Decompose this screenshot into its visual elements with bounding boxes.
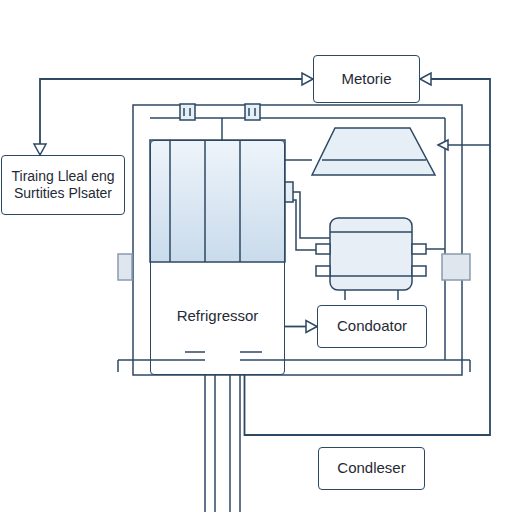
- frame-line: [469, 360, 471, 372]
- compressor-panel: [150, 140, 285, 262]
- pipe: [293, 200, 318, 250]
- connector: [245, 73, 491, 435]
- source-box: Tiraing Lleal eng Surtities Plsater: [1, 155, 125, 215]
- process-box: Condoator: [317, 305, 427, 348]
- bracket: [118, 254, 132, 280]
- flow-line: [446, 144, 490, 146]
- node-label: Metorie: [341, 70, 391, 89]
- arrow-head: [34, 144, 46, 155]
- connector: [34, 73, 313, 155]
- node-label: Tiraing Lleal eng Surtities Plsater: [8, 168, 118, 203]
- frame-line: [117, 360, 119, 372]
- arrow-head: [306, 321, 317, 333]
- panel-divider: [239, 140, 241, 262]
- valve: [245, 104, 260, 120]
- connector-line: [40, 79, 313, 155]
- valve: [180, 104, 195, 120]
- node-label: Refrigressor: [177, 307, 259, 326]
- node-label: Condoator: [337, 317, 407, 336]
- tank-unit: [330, 218, 412, 290]
- pipe: [285, 159, 312, 161]
- arrow-head: [438, 140, 448, 150]
- port: [285, 182, 293, 202]
- pipe: [293, 192, 330, 238]
- frame-line: [118, 359, 205, 361]
- process-box: Metorie: [313, 55, 420, 103]
- node-label: Condleser: [337, 459, 405, 478]
- pipe: [221, 118, 223, 140]
- process-box: Condleser: [318, 447, 425, 490]
- panel-divider: [169, 140, 171, 262]
- bracket: [442, 254, 470, 280]
- compressor-box: Refrigressor: [150, 140, 285, 375]
- frame-line: [240, 359, 470, 361]
- frame-line: [444, 118, 446, 360]
- connector-line: [245, 79, 491, 435]
- drain-pipe: [205, 375, 240, 512]
- evaporator-unit: [312, 128, 435, 175]
- panel-divider: [204, 140, 206, 262]
- arrow-head: [420, 73, 431, 85]
- arrow-head: [302, 73, 313, 85]
- connector: [285, 321, 317, 333]
- housing-frame: [133, 105, 462, 375]
